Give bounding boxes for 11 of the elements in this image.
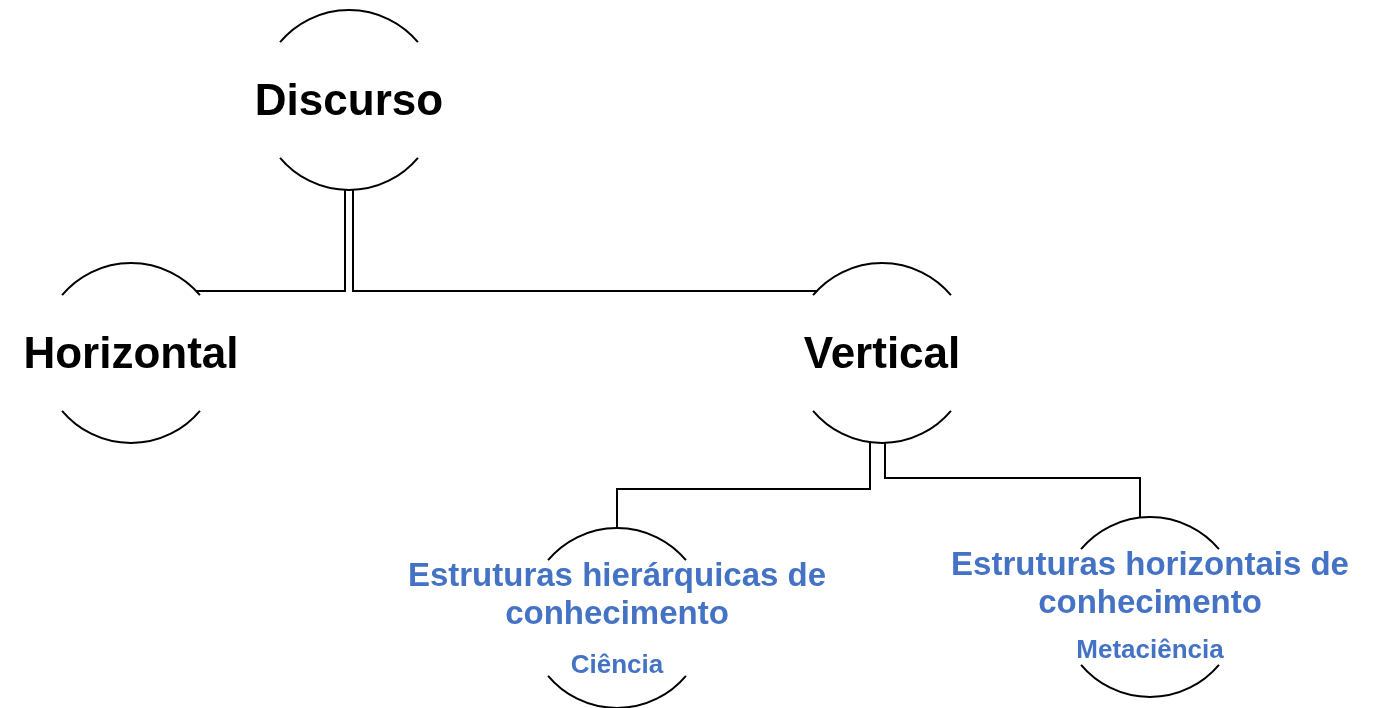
node-label: Horizontal <box>23 327 239 379</box>
connector-line <box>616 441 871 529</box>
node-sublabel: Metaciência <box>1076 635 1224 665</box>
connector-line <box>352 189 818 292</box>
node-label: Vertical <box>803 327 961 379</box>
node-label: Estruturas horizontais de conhecimento <box>950 545 1350 621</box>
node-label: Estruturas hierárquicas de conhecimento <box>406 556 828 632</box>
connector-line <box>884 442 1141 519</box>
node-sublabel: Ciência <box>570 650 664 680</box>
connector-line <box>195 189 346 292</box>
node-label: Discurso <box>254 74 444 126</box>
